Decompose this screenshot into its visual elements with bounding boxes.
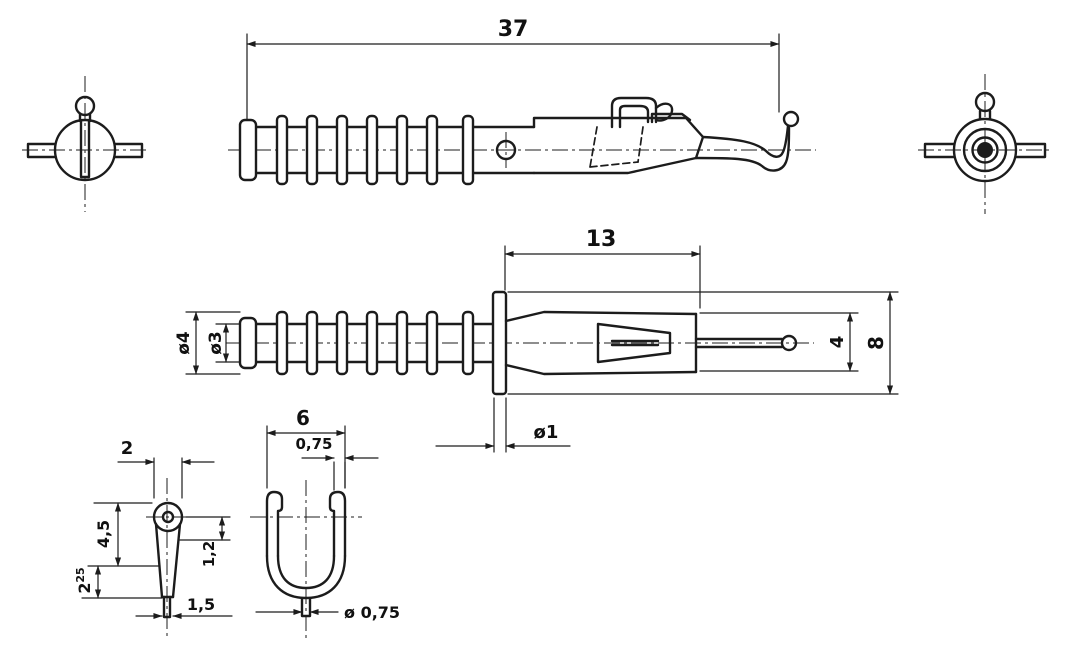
dim-eye-width: 2 xyxy=(117,438,215,499)
dim-eye-height: 4,5 xyxy=(87,502,161,567)
dim-label-overall-length: 37 xyxy=(498,17,529,42)
dim-overall-length: 37 xyxy=(246,17,780,121)
dim-fork-pin-diameter: ø 0,75 xyxy=(255,603,400,622)
fork-detail-view xyxy=(250,480,362,640)
dim-diameters-left: ø4 ø3 xyxy=(174,311,241,375)
end-view-right xyxy=(918,74,1052,214)
end-view-left xyxy=(22,76,148,212)
dim-label-fork-width: 6 xyxy=(296,406,310,430)
dim-heights-right: 4 8 xyxy=(507,291,899,395)
dim-label-stem-length-sup: 25 xyxy=(74,567,87,582)
dim-label-eye-bore-offset: 1,2 xyxy=(200,541,218,568)
dim-label-fork-pin-diameter: ø 0,75 xyxy=(344,603,400,622)
dim-eye-bore-offset: 1,2 xyxy=(179,516,231,568)
dim-stem-length: 2 25 xyxy=(74,565,163,599)
dim-label-eye-height: 4,5 xyxy=(94,520,113,548)
dim-label-flange-diameter: 8 xyxy=(864,336,888,350)
dim-head-length: 13 xyxy=(504,227,701,309)
dim-label-flange-thickness: ø1 xyxy=(534,422,559,443)
dim-label-head-length: 13 xyxy=(586,227,617,252)
dim-label-tip-width: 1,5 xyxy=(187,595,215,614)
side-view xyxy=(228,96,816,186)
dim-label-fork-wall: 0,75 xyxy=(295,435,332,453)
dim-label-rib-diameter: ø4 xyxy=(174,331,194,355)
dim-tip-width: 1,5 xyxy=(135,595,233,620)
dim-label-stem-length-base: 2 xyxy=(75,582,94,593)
dim-label-body-diameter: ø3 xyxy=(206,331,226,355)
top-view xyxy=(226,290,814,396)
dim-label-eye-width: 2 xyxy=(121,438,134,459)
dim-flange-thickness: ø1 xyxy=(435,397,571,453)
link-detail-view xyxy=(146,478,190,636)
dim-fork-wall: 0,75 xyxy=(295,435,379,491)
dim-label-slot-height: 4 xyxy=(827,336,848,349)
